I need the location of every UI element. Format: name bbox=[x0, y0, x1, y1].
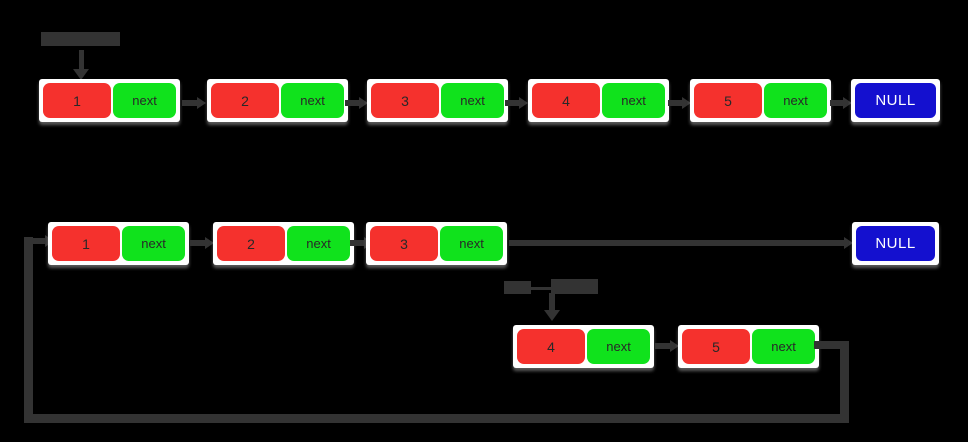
node-next-box: next bbox=[752, 329, 815, 364]
node-next-box: next bbox=[281, 83, 344, 118]
arrow-head bbox=[205, 237, 214, 249]
arrow-head bbox=[519, 97, 528, 109]
node-value-box: 4 bbox=[532, 83, 601, 118]
node-next-box: next bbox=[587, 329, 650, 364]
node-value-box: 1 bbox=[52, 226, 121, 261]
sub-pointer-label-block-right bbox=[551, 279, 598, 294]
arrow-shaft bbox=[190, 240, 207, 246]
arrow-shaft bbox=[830, 100, 845, 106]
null-box: NULL bbox=[856, 226, 935, 261]
next-arrow bbox=[505, 97, 528, 109]
next-arrow bbox=[182, 97, 206, 109]
arrow-shaft bbox=[505, 100, 521, 106]
arrow-shaft bbox=[350, 240, 366, 246]
arrow-head bbox=[359, 97, 368, 109]
arrow-shaft bbox=[345, 100, 361, 106]
sub-list-node-4: 4 next bbox=[513, 325, 654, 368]
node-next-box: next bbox=[602, 83, 665, 118]
arrow-head bbox=[843, 97, 852, 109]
middle-list-node-1: 1 next bbox=[48, 222, 189, 265]
node-value-box: 3 bbox=[370, 226, 439, 261]
loop-line-stub bbox=[814, 341, 849, 349]
arrow-shaft bbox=[509, 240, 846, 246]
arrow-shaft bbox=[549, 293, 555, 312]
sub-pointer-label-connector bbox=[530, 287, 552, 290]
node-value-box: 4 bbox=[517, 329, 586, 364]
node-value-box: 2 bbox=[217, 226, 286, 261]
arrow-head bbox=[682, 97, 691, 109]
node-next-box: next bbox=[113, 83, 176, 118]
head-pointer-label-block bbox=[41, 32, 120, 46]
sub-list-node-5: 5 next bbox=[678, 325, 819, 368]
node-value-box: 5 bbox=[682, 329, 751, 364]
node-next-box: next bbox=[764, 83, 827, 118]
arrow-shaft bbox=[655, 343, 672, 349]
node-next-box: next bbox=[287, 226, 350, 261]
node-value-box: 2 bbox=[211, 83, 280, 118]
node-value-box: 5 bbox=[694, 83, 763, 118]
loop-line-bottom bbox=[24, 414, 849, 423]
arrow-shaft bbox=[668, 100, 684, 106]
arrow-shaft bbox=[79, 50, 84, 71]
arrow-shaft bbox=[182, 100, 199, 106]
node-value-box: 1 bbox=[43, 83, 112, 118]
arrow-head bbox=[73, 69, 89, 80]
node-next-box: next bbox=[440, 226, 503, 261]
middle-list-null: NULL bbox=[852, 222, 939, 265]
arrow-shaft bbox=[24, 238, 47, 244]
next-arrow bbox=[345, 97, 368, 109]
node-next-box: next bbox=[441, 83, 504, 118]
next-arrow bbox=[190, 237, 214, 249]
next-arrow bbox=[830, 97, 852, 109]
next-arrow bbox=[668, 97, 691, 109]
loop-line-right-vertical bbox=[840, 341, 849, 423]
top-list-node-5: 5 next bbox=[690, 79, 831, 122]
top-list-null: NULL bbox=[851, 79, 940, 122]
arrow-head bbox=[670, 340, 679, 352]
middle-list-node-3: 3 next bbox=[366, 222, 507, 265]
sub-pointer-label-block-left bbox=[504, 281, 531, 294]
long-null-arrow bbox=[509, 237, 853, 249]
top-list-node-2: 2 next bbox=[207, 79, 348, 122]
top-list-node-3: 3 next bbox=[367, 79, 508, 122]
null-box: NULL bbox=[855, 83, 936, 118]
node-value-box: 3 bbox=[371, 83, 440, 118]
top-list-node-4: 4 next bbox=[528, 79, 669, 122]
loop-line-left-vertical bbox=[24, 237, 33, 423]
node-next-box: next bbox=[122, 226, 185, 261]
arrow-head bbox=[197, 97, 206, 109]
arrow-head bbox=[844, 237, 853, 249]
next-arrow bbox=[655, 340, 679, 352]
middle-list-node-2: 2 next bbox=[213, 222, 354, 265]
arrow-head bbox=[544, 310, 560, 321]
top-list-node-1: 1 next bbox=[39, 79, 180, 122]
